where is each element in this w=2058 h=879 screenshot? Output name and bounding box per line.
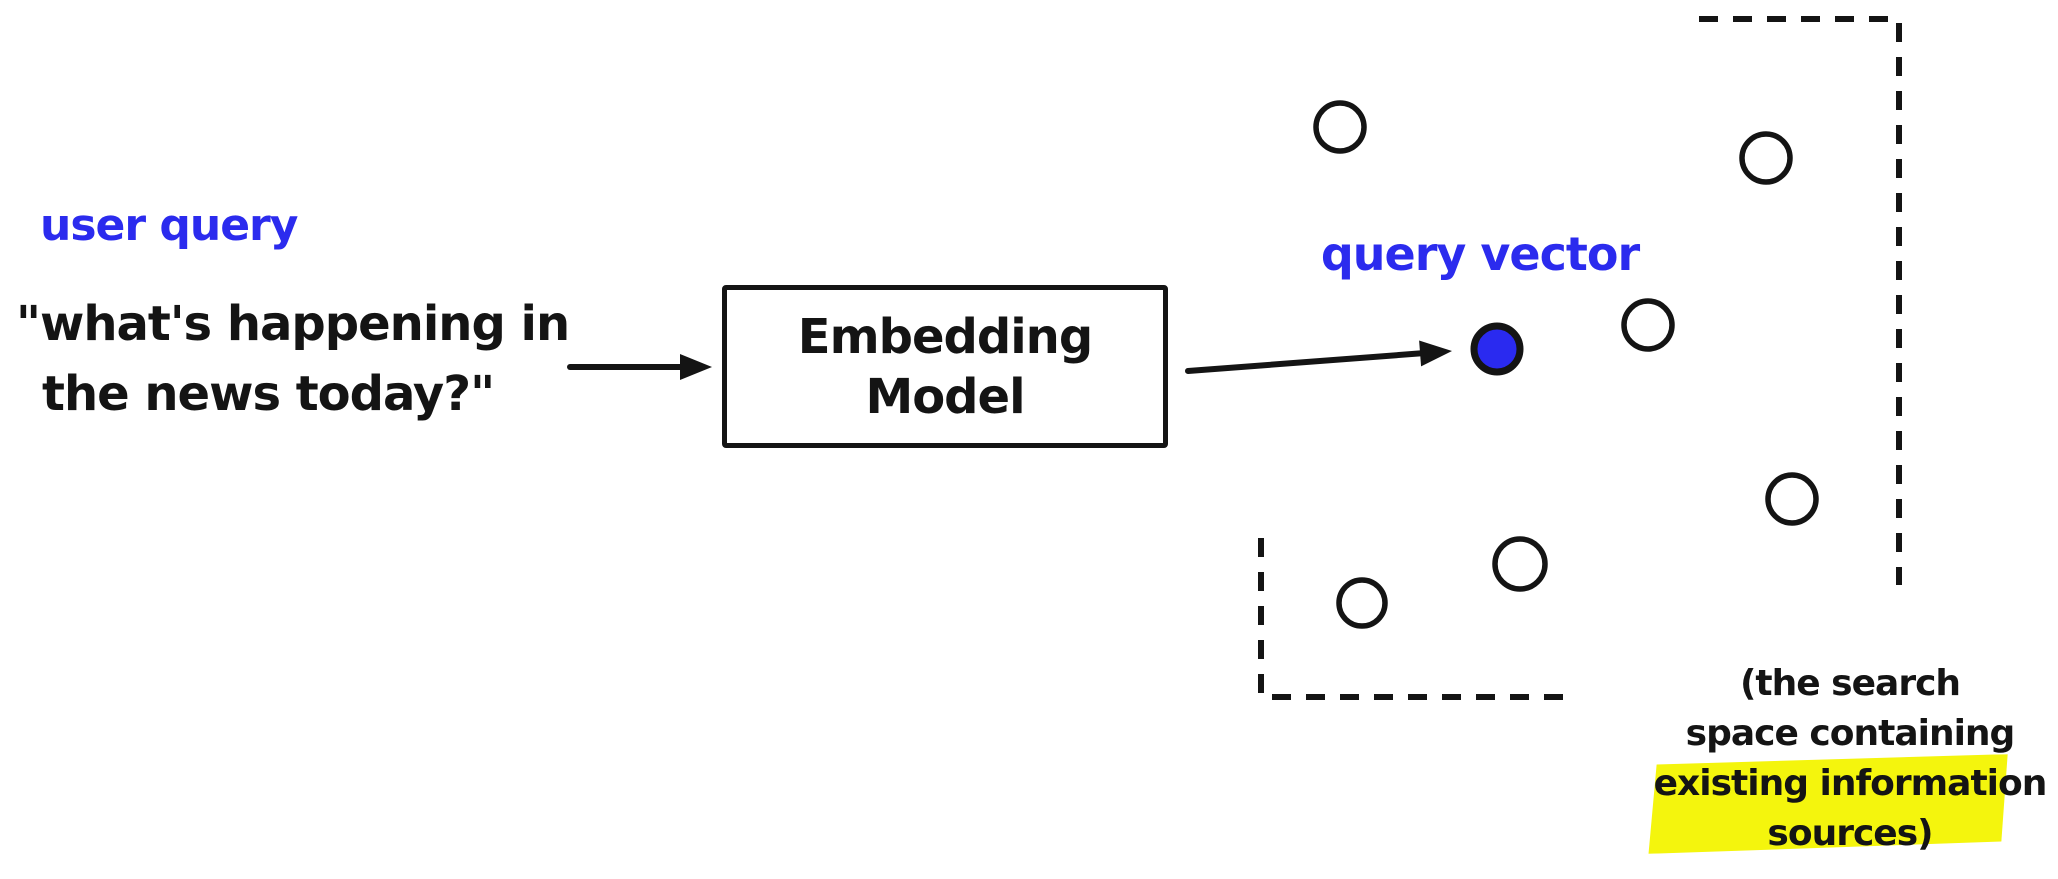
search-space-caption: (the search space containing existing in…: [1640, 659, 2058, 859]
caption-line-4: sources): [1767, 813, 1933, 854]
vector-point: [1621, 298, 1675, 352]
vector-point: [1765, 472, 1819, 526]
vector-point: [1313, 100, 1367, 154]
caption-line-1: (the search: [1739, 663, 1961, 704]
user-query-text-line2: the news today?": [42, 366, 495, 422]
search-space-corner-bracket: [1258, 538, 1565, 700]
query-vector-point: [1470, 322, 1524, 376]
embedding-model-label-line1: Embedding: [797, 308, 1093, 365]
vector-point: [1739, 131, 1793, 185]
arrow-line: [1185, 350, 1424, 374]
caption-line-3: existing information: [1653, 763, 2048, 804]
vector-point: [1492, 536, 1548, 592]
query-vector-label: query vector: [1320, 227, 1640, 281]
arrow-head-icon: [1419, 340, 1452, 367]
embedding-model-label-line2: Model: [865, 368, 1025, 425]
caption-line-2: space containing: [1685, 713, 2016, 754]
arrow-head-icon: [680, 354, 712, 380]
embedding-model-box: Embedding Model: [722, 285, 1168, 448]
user-query-text-line1: "what's happening in: [16, 296, 570, 352]
vector-point: [1336, 577, 1388, 629]
user-query-label: user query: [40, 200, 298, 251]
